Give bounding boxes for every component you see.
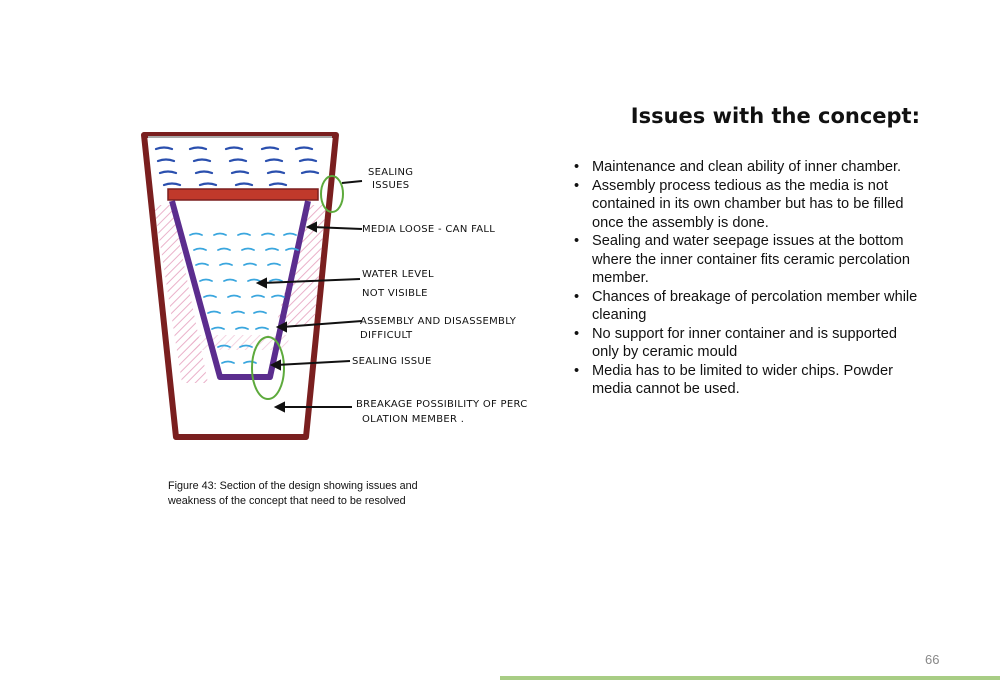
label-assembly-1: ASSEMBLY AND DISASSEMBLY: [360, 316, 517, 327]
label-sealing-issues-1: SEALING: [368, 167, 413, 178]
issues-list: Maintenance and clean ability of inner c…: [572, 158, 922, 399]
label-water-level-1: WATER LEVEL: [362, 269, 434, 280]
figure-caption: Figure 43: Section of the design showing…: [168, 480, 418, 507]
label-assembly-2: DIFFICULT: [360, 330, 413, 341]
footer-rule: [500, 676, 1000, 680]
label-water-level-2: NOT VISIBLE: [362, 288, 428, 299]
issue-item: Maintenance and clean ability of inner c…: [572, 158, 922, 177]
seal-band: [167, 188, 319, 201]
top-water: [154, 146, 320, 187]
label-breakage-1: BREAKAGE POSSIBILITY OF PERC: [356, 399, 528, 410]
concept-sketch: SEALING ISSUES MEDIA LOOSE - CAN FALL WA…: [141, 132, 528, 440]
issue-item: No support for inner container and is su…: [572, 325, 922, 362]
label-sealing-issues-2: ISSUES: [372, 180, 409, 191]
issue-item: Assembly process tedious as the media is…: [572, 177, 922, 233]
callout-arrows: [255, 180, 363, 413]
label-breakage-2: OLATION MEMBER .: [362, 414, 464, 425]
seal-bottom-circle: [251, 336, 285, 400]
inner-container: [169, 200, 311, 380]
issue-item: Sealing and water seepage issues at the …: [572, 232, 922, 288]
label-media-loose: MEDIA LOOSE - CAN FALL: [362, 224, 495, 235]
inner-water: [189, 232, 299, 364]
page-heading: Issues with the concept:: [630, 104, 920, 128]
page-number: 66: [925, 652, 940, 667]
outer-container: [141, 132, 339, 440]
seal-top-circle: [320, 175, 344, 213]
issue-item: Chances of breakage of percolation membe…: [572, 288, 922, 325]
issue-item: Media has to be limited to wider chips. …: [572, 362, 922, 399]
label-sealing-issue: SEALING ISSUE: [352, 356, 432, 367]
